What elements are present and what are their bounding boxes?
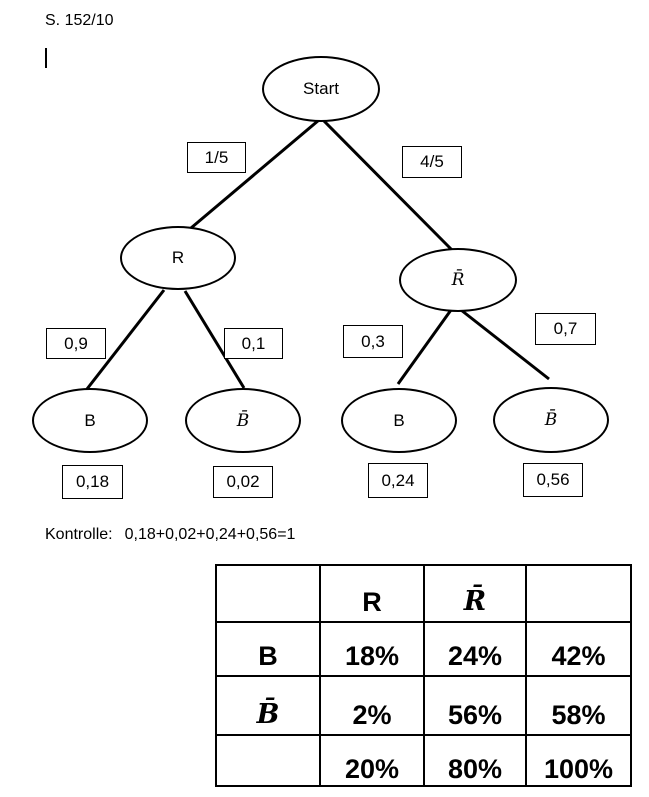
node-b-left: B [32,388,148,453]
path-prob-label: 0,24 [381,470,415,490]
path-prob-label: 0,56 [536,470,570,489]
path-prob-rbbar: 0,02 [213,466,273,498]
branch-start-to-rbar [322,119,454,252]
path-prob-rb: 0,18 [62,465,123,499]
path-prob-label: 0,18 [75,472,110,491]
branch-prob-label: 0,7 [553,319,578,338]
node-r-bar: R̄ [399,248,517,312]
row-label-sum [215,734,321,787]
table-header-row: R R̄ [215,564,632,623]
node-label: B [84,410,96,430]
table-header-sum [525,564,632,623]
node-label: B̄ [544,410,558,430]
table-header-r: R [319,564,425,623]
kontrolle-label: Kontrolle: [45,526,113,543]
branch-prob-label: 4/5 [420,152,444,171]
branch-prob-label: 0,3 [361,331,385,351]
table-cell: 58% [525,675,632,736]
table-cell: 24% [423,621,527,677]
branch-prob-r: 1/5 [187,142,246,173]
node-b-right: B [341,388,457,453]
branch-prob-b-given-r: 0,9 [46,328,106,359]
branch-rbar-to-bbar [460,308,550,381]
branch-prob-bbar-given-r: 0,1 [224,328,283,359]
node-label: R̄ [451,270,465,290]
table-row-b-bar: B̄ 2% 56% 58% [215,675,632,736]
branch-start-to-r [190,118,320,230]
table-header-label: R̄ [463,585,487,617]
branch-rbar-to-b [396,309,453,385]
tree-branch-lines [85,118,550,390]
node-label: Start [303,79,339,98]
path-prob-rbarbbar: 0,56 [523,463,583,497]
row-label-b: B [215,621,321,677]
branch-prob-label: 0,1 [241,333,266,353]
kontrolle-expression: 0,18+0,02+0,24+0,56=1 [124,526,296,543]
table-cell: 56% [423,675,527,736]
row-label-b-bar: B̄ [215,675,321,736]
page-heading: S. 152/10 [45,12,114,29]
table-cell: 42% [525,621,632,677]
branch-prob-bbar-given-rbar: 0,7 [535,313,596,345]
table-cell: 100% [525,734,632,787]
contingency-table: R R̄ B 18% 24% 42% B̄ 2% 56% 58% 20% 80%… [215,564,632,787]
table-row-b: B 18% 24% 42% [215,621,632,677]
table-cell: 20% [319,734,425,787]
table-cell: 18% [319,621,425,677]
table-corner-cell [215,564,321,623]
node-label: B [393,410,405,430]
node-label: R [171,248,185,267]
row-label: B̄ [256,698,280,730]
path-prob-label: 0,02 [226,472,260,491]
branch-prob-r-bar: 4/5 [402,146,462,178]
node-label: B̄ [236,410,250,431]
branch-prob-label: 0,9 [64,333,88,353]
node-start: Start [262,56,380,122]
table-row-sum: 20% 80% 100% [215,734,632,787]
node-r: R [120,226,236,290]
node-b-bar-left: B̄ [185,388,301,453]
branch-prob-label: 1/5 [204,147,229,167]
table-cell: 2% [319,675,425,736]
table-header-r-bar: R̄ [423,564,527,623]
kontrolle-line: Kontrolle: 0,18+0,02+0,24+0,56=1 [45,526,295,544]
text-cursor [45,48,47,68]
table-cell: 80% [423,734,527,787]
node-b-bar-right: B̄ [493,387,609,453]
path-prob-rbarb: 0,24 [368,463,428,498]
branch-prob-b-given-rbar: 0,3 [343,325,403,358]
branch-r-to-b [85,289,166,390]
branch-r-to-bbar [183,290,246,389]
